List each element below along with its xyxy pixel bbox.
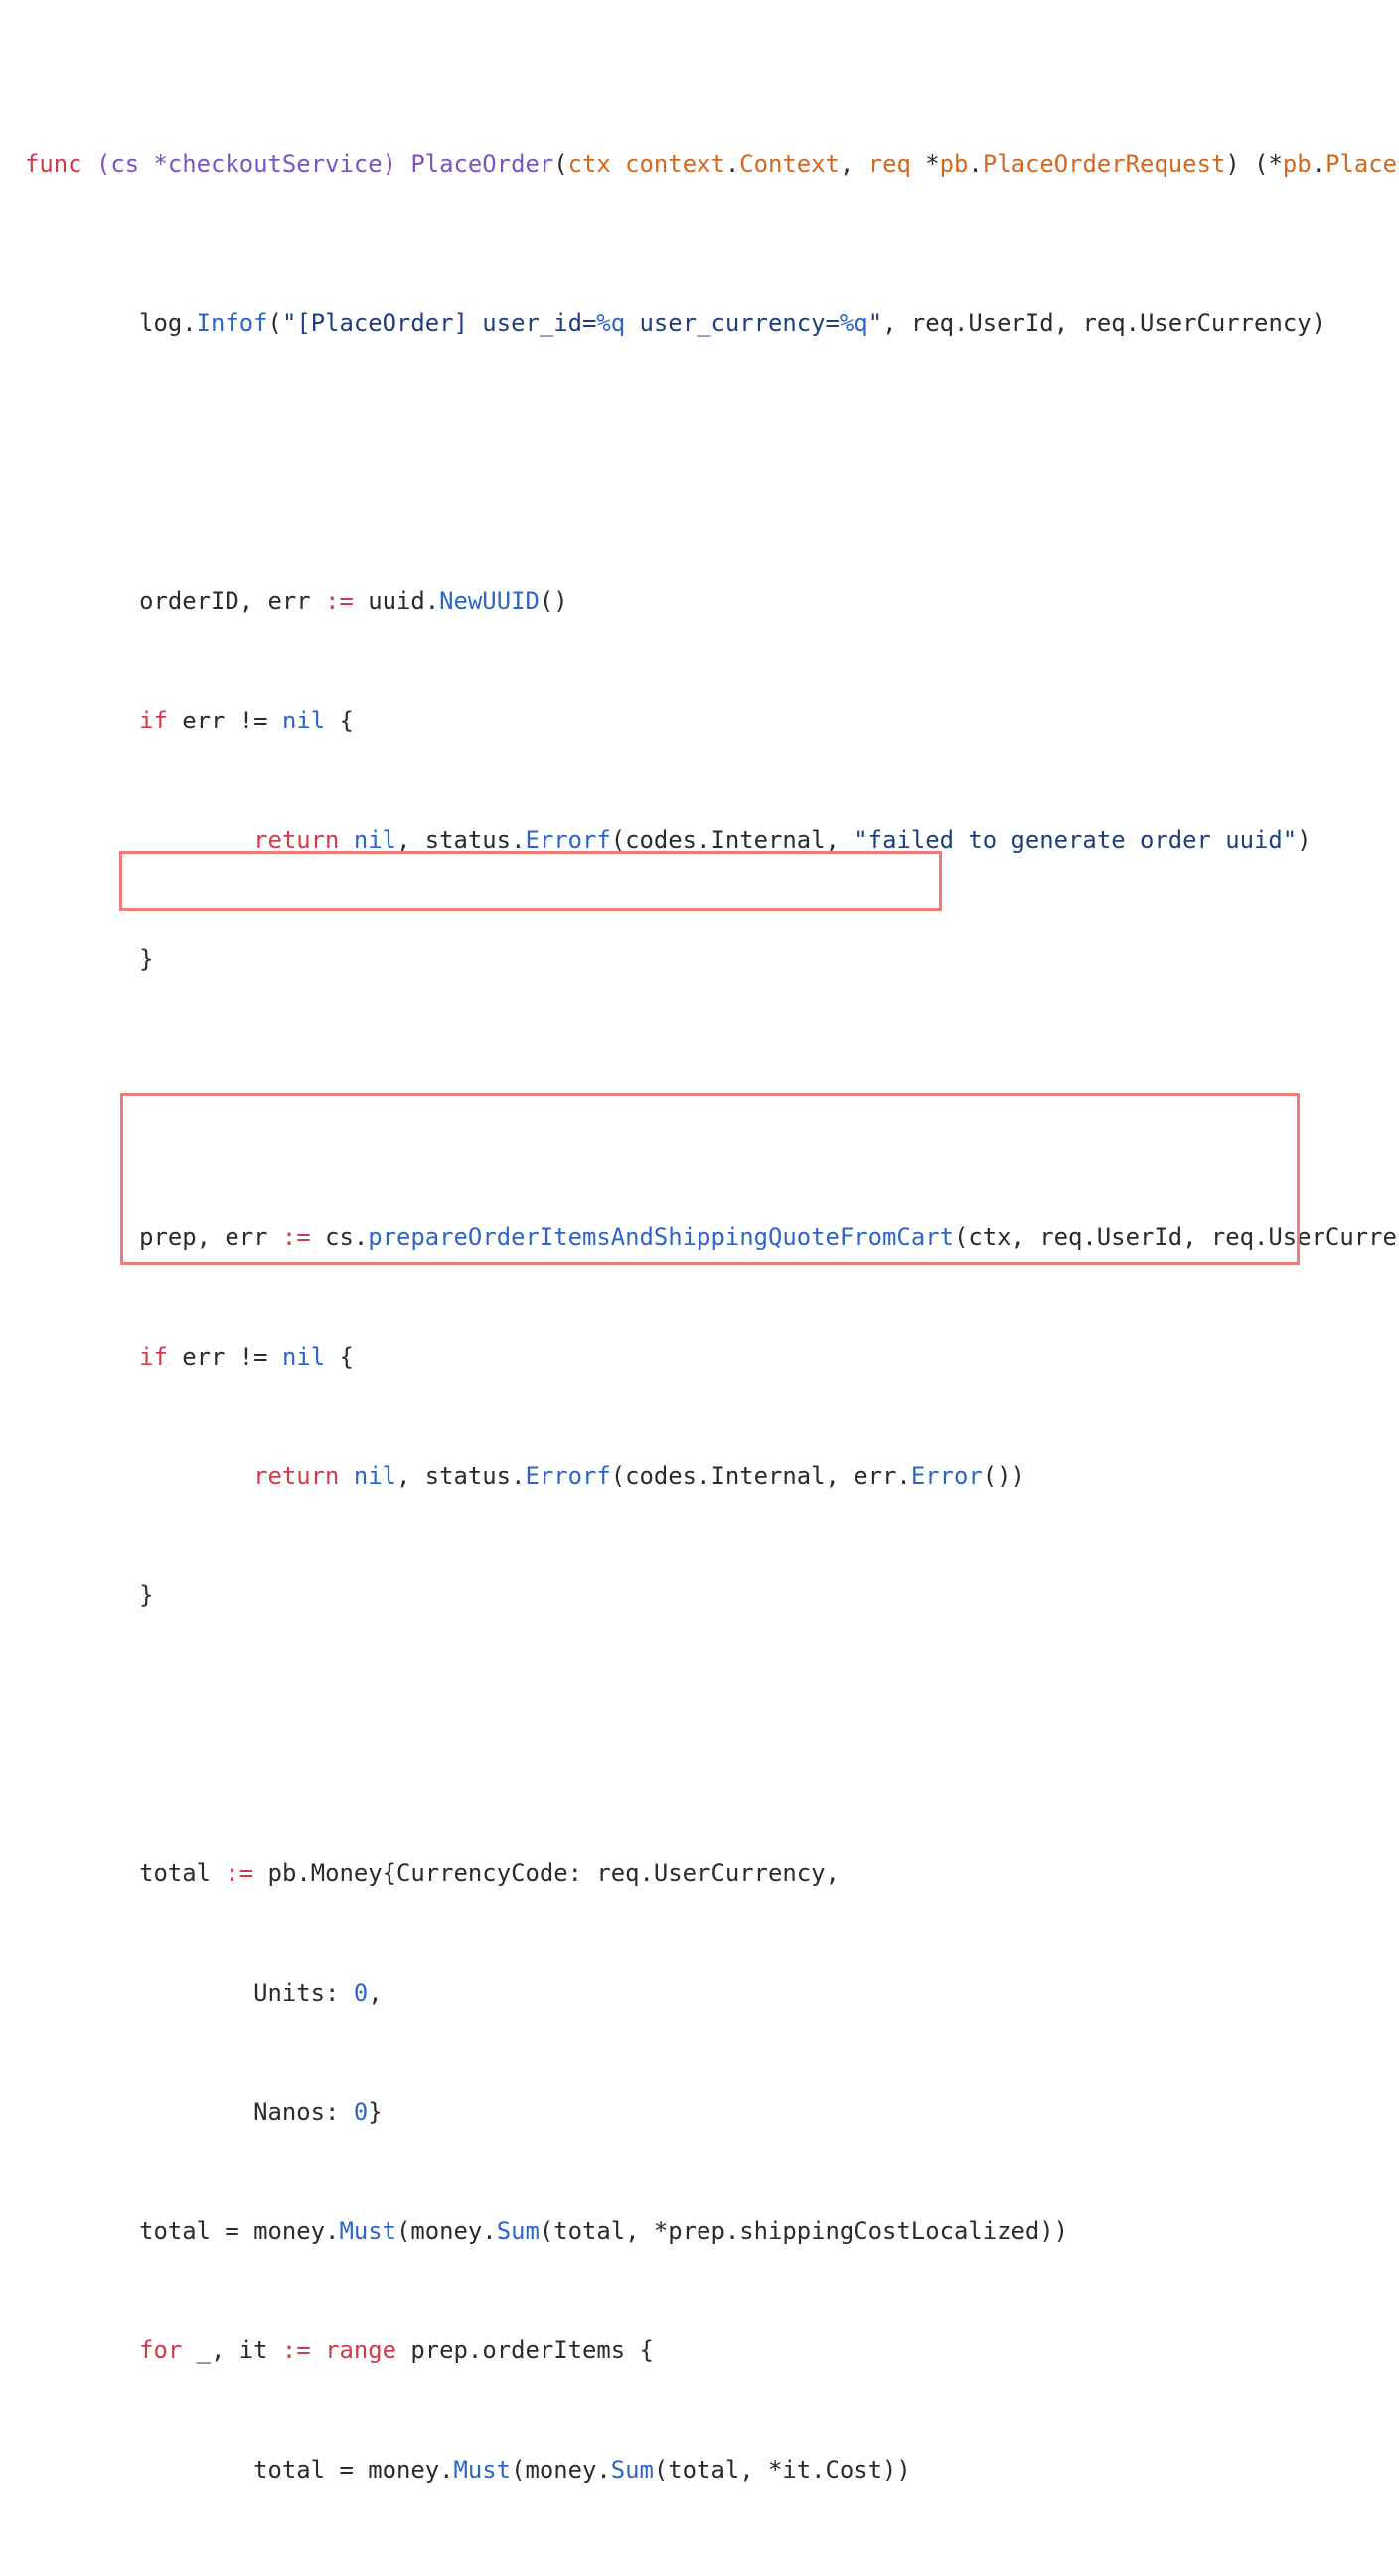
keyword: func — [25, 150, 82, 178]
code-line-17: total = money.Must(money.Sum(total, *pre… — [139, 2217, 1069, 2245]
code-line-1: func (cs *checkoutService) PlaceOrder(ct… — [25, 150, 1397, 178]
code-line-14: total := pb.Money{CurrencyCode: req.User… — [139, 1859, 840, 1887]
code-line-5: if err != nil { — [139, 707, 354, 734]
code-line-9: prep, err := cs.prepareOrderItemsAndShip… — [139, 1223, 1397, 1251]
code-line-8 — [0, 1058, 1399, 1098]
code-line-10: if err != nil { — [139, 1343, 354, 1370]
code-line-19: total = money.Must(money.Sum(total, *it.… — [253, 2456, 911, 2484]
code-line-12: } — [139, 1581, 154, 1609]
code-line-16: Nanos: 0} — [253, 2098, 383, 2126]
code-editor: func (cs *checkoutService) PlaceOrder(ct… — [0, 25, 1399, 2576]
function-name: PlaceOrder — [410, 150, 554, 178]
receiver: (cs *checkoutService) — [95, 150, 396, 178]
code-line-3 — [0, 422, 1399, 462]
code-line-13 — [0, 1694, 1399, 1734]
code-line-15: Units: 0, — [253, 1979, 383, 2007]
param: ctx context — [567, 150, 725, 178]
code-line-2: log.Infof("[PlaceOrder] user_id=%q user_… — [139, 309, 1325, 337]
code-line-11: return nil, status.Errorf(codes.Internal… — [253, 1462, 1025, 1490]
code-line-4: orderID, err := uuid.NewUUID() — [139, 587, 568, 615]
code-line-7: } — [139, 945, 154, 973]
code-line-18: for _, it := range prep.orderItems { — [139, 2336, 654, 2364]
code-line-20: } — [0, 2569, 1399, 2576]
code-line-6: return nil, status.Errorf(codes.Internal… — [253, 826, 1312, 854]
